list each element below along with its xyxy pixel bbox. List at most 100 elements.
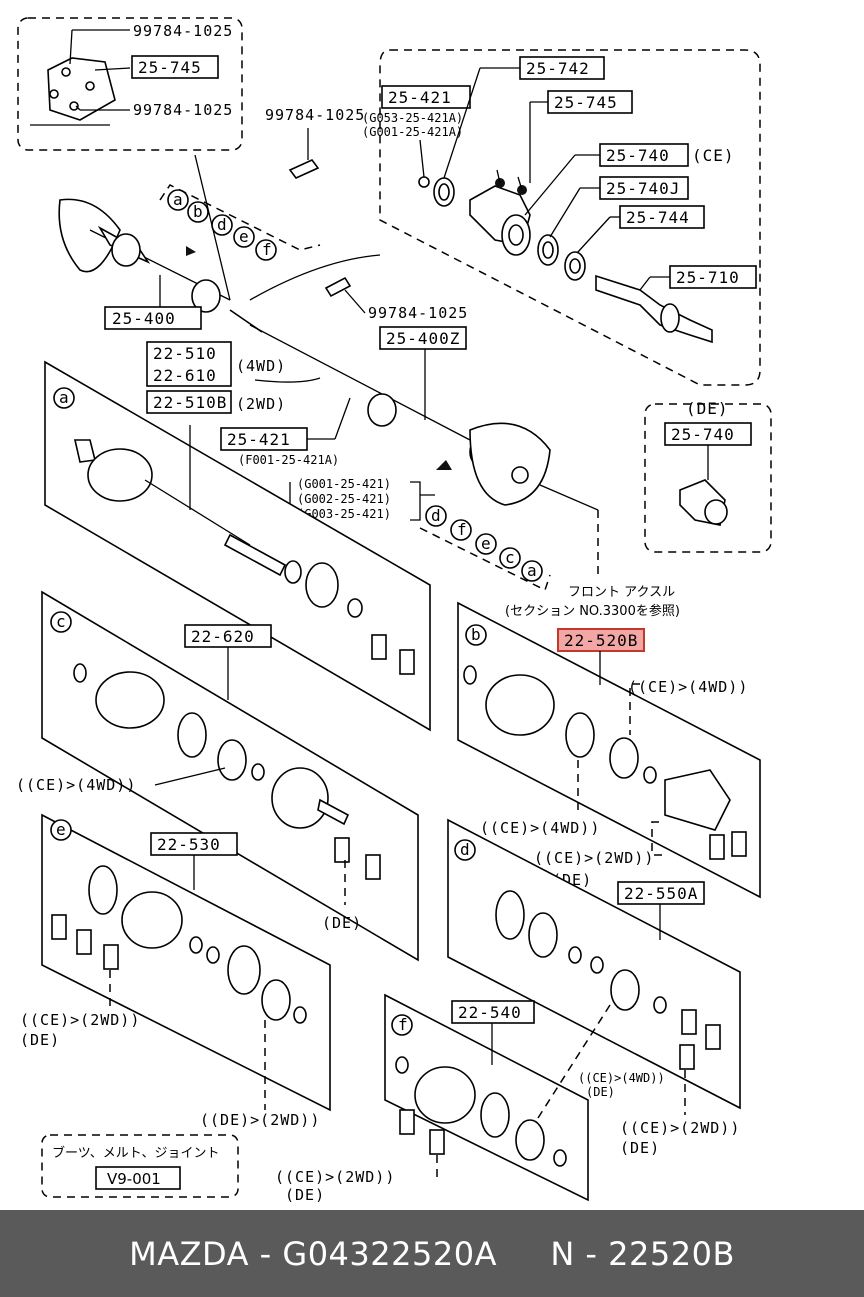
label-g001b: (G001-25-421) [297,477,391,491]
bolt-top [288,159,320,179]
circle-f-panel[interactable] [391,1014,413,1036]
label-bolt-top: 99784-1025 [265,106,365,124]
box-22-510b[interactable] [146,390,232,414]
note-ce-4wd-c: ((CE)>(4WD)) [16,776,136,794]
label-de-inset: (DE) [686,399,729,418]
svg-text:e: e [239,227,250,246]
boot-panel-e [121,891,183,949]
joint-panel-c [271,767,329,829]
circle-e-panel[interactable] [50,819,72,841]
label-g002: (G002-25-421) [297,492,391,506]
exploded-view-svg: 99784-1025 25-745 99784-1025 25-421 (G05… [16,17,772,1204]
svg-text:f: f [457,520,468,539]
note-de-d: (DE) [620,1139,660,1157]
label-2wd: (2WD) [236,395,286,413]
circle-a-mid[interactable] [521,560,543,582]
label-25-740-de: 25-740 [671,425,735,444]
circle-b-panel[interactable] [465,624,487,646]
knuckle-right [469,422,551,506]
label-bolt-mid: 99784-1025 [368,304,468,322]
joint-housing-b [664,769,731,831]
label-25-745-inset: 25-745 [138,58,202,77]
boot-upper-left [111,233,141,267]
note-ce-4wd-f: ((CE)>(4WD)) [578,1071,665,1085]
svg-text:a: a [59,388,70,407]
label-25-400: 25-400 [112,309,176,328]
label-g053: (G053-25-421A) [362,111,463,125]
label-g001a: (G001-25-421A) [362,125,463,139]
label-22-530: 22-530 [157,835,221,854]
svg-text:c: c [56,612,67,631]
box-25-400z[interactable] [379,326,467,350]
svg-text:c: c [505,548,516,567]
label-25-421-mid: 25-421 [227,430,291,449]
note-de-2wd: ((DE)>(2WD)) [200,1111,320,1129]
svg-text:f: f [398,1015,409,1034]
circle-e-mid[interactable] [475,533,497,555]
label-bracket-upper: 99784-1025 [133,22,233,40]
label-ce: (CE) [692,146,735,165]
box-25-400[interactable] [104,306,202,330]
note-ce-2wd-b: ((CE)>(2WD)) [534,849,654,867]
circle-c-mid[interactable] [499,547,521,569]
bracket-shape [47,57,116,121]
label-22-520b: 22-520B [564,631,638,650]
label-22-620: 22-620 [191,627,255,646]
svg-text:f: f [262,240,273,259]
circle-e-top[interactable] [233,226,255,248]
circle-f-mid[interactable] [450,519,472,541]
circle-a-top[interactable] [167,189,189,211]
legend-jp: ブーツ、メルト、ジョイント [52,1145,219,1161]
label-25-745: 25-745 [554,93,618,112]
inset-de-frame [644,403,772,553]
svg-text:b: b [471,625,482,644]
boot-right [367,393,397,427]
label-25-740: 25-740 [606,146,670,165]
circle-c-panel[interactable] [50,611,72,633]
label-25-421-top: 25-421 [388,88,452,107]
bolt-mid [324,276,352,298]
label-bracket-lower: 99784-1025 [133,101,233,119]
note-de-c: (DE) [322,914,362,932]
footer-bar: MAZDA - G04322520A N - 22520B [0,1210,864,1297]
label-25-710: 25-710 [676,268,740,287]
boot-panel-a [87,448,153,502]
box-25-745-inset[interactable] [131,55,219,79]
circle-d-mid[interactable] [425,505,447,527]
label-section-ref: (セクション NO.3300を参照) [505,603,680,619]
svg-text:b: b [193,202,204,221]
svg-text:d: d [217,215,228,234]
boot-panel-c [95,671,165,729]
box-22-510-610[interactable] [146,341,232,387]
clamp-panel-a [305,562,339,608]
box-22-540[interactable] [451,1000,535,1024]
note-de-f2: (DE) [285,1186,325,1204]
panel-b [457,601,761,899]
label-25-742: 25-742 [526,59,590,78]
circle-a-panel[interactable] [53,387,75,409]
boot-panel-b [485,674,555,736]
knuckle-left [58,198,121,273]
label-25-744: 25-744 [626,208,690,227]
box-22-520b-highlighted[interactable] [557,628,645,652]
box-22-550a[interactable] [617,881,705,905]
note-ce-4wd-b: ((CE)>(4WD)) [628,678,748,696]
label-f001: (F001-25-421A) [238,453,339,467]
footer-part-number: MAZDA - G04322520A N - 22520B [129,1234,735,1273]
svg-text:e: e [56,820,67,839]
label-22-540: 22-540 [458,1003,522,1022]
box-v9-001[interactable] [95,1166,181,1190]
label-4wd: (4WD) [236,357,286,375]
circle-d-panel[interactable] [454,839,476,861]
svg-text:d: d [431,506,442,525]
axle-shaft [595,274,713,344]
svg-text:e: e [481,534,492,553]
circle-f-top[interactable] [255,239,277,261]
circle-b-top[interactable] [187,201,209,223]
boot-panel-f [414,1066,476,1124]
legend-frame [41,1134,239,1198]
note-ce-2wd-f: ((CE)>(2WD)) [275,1168,395,1186]
inset-hub-frame [379,49,761,386]
label-g003: (G003-25-421) [297,507,391,521]
note-ce-2wd-e: ((CE)>(2WD)) [20,1011,140,1029]
